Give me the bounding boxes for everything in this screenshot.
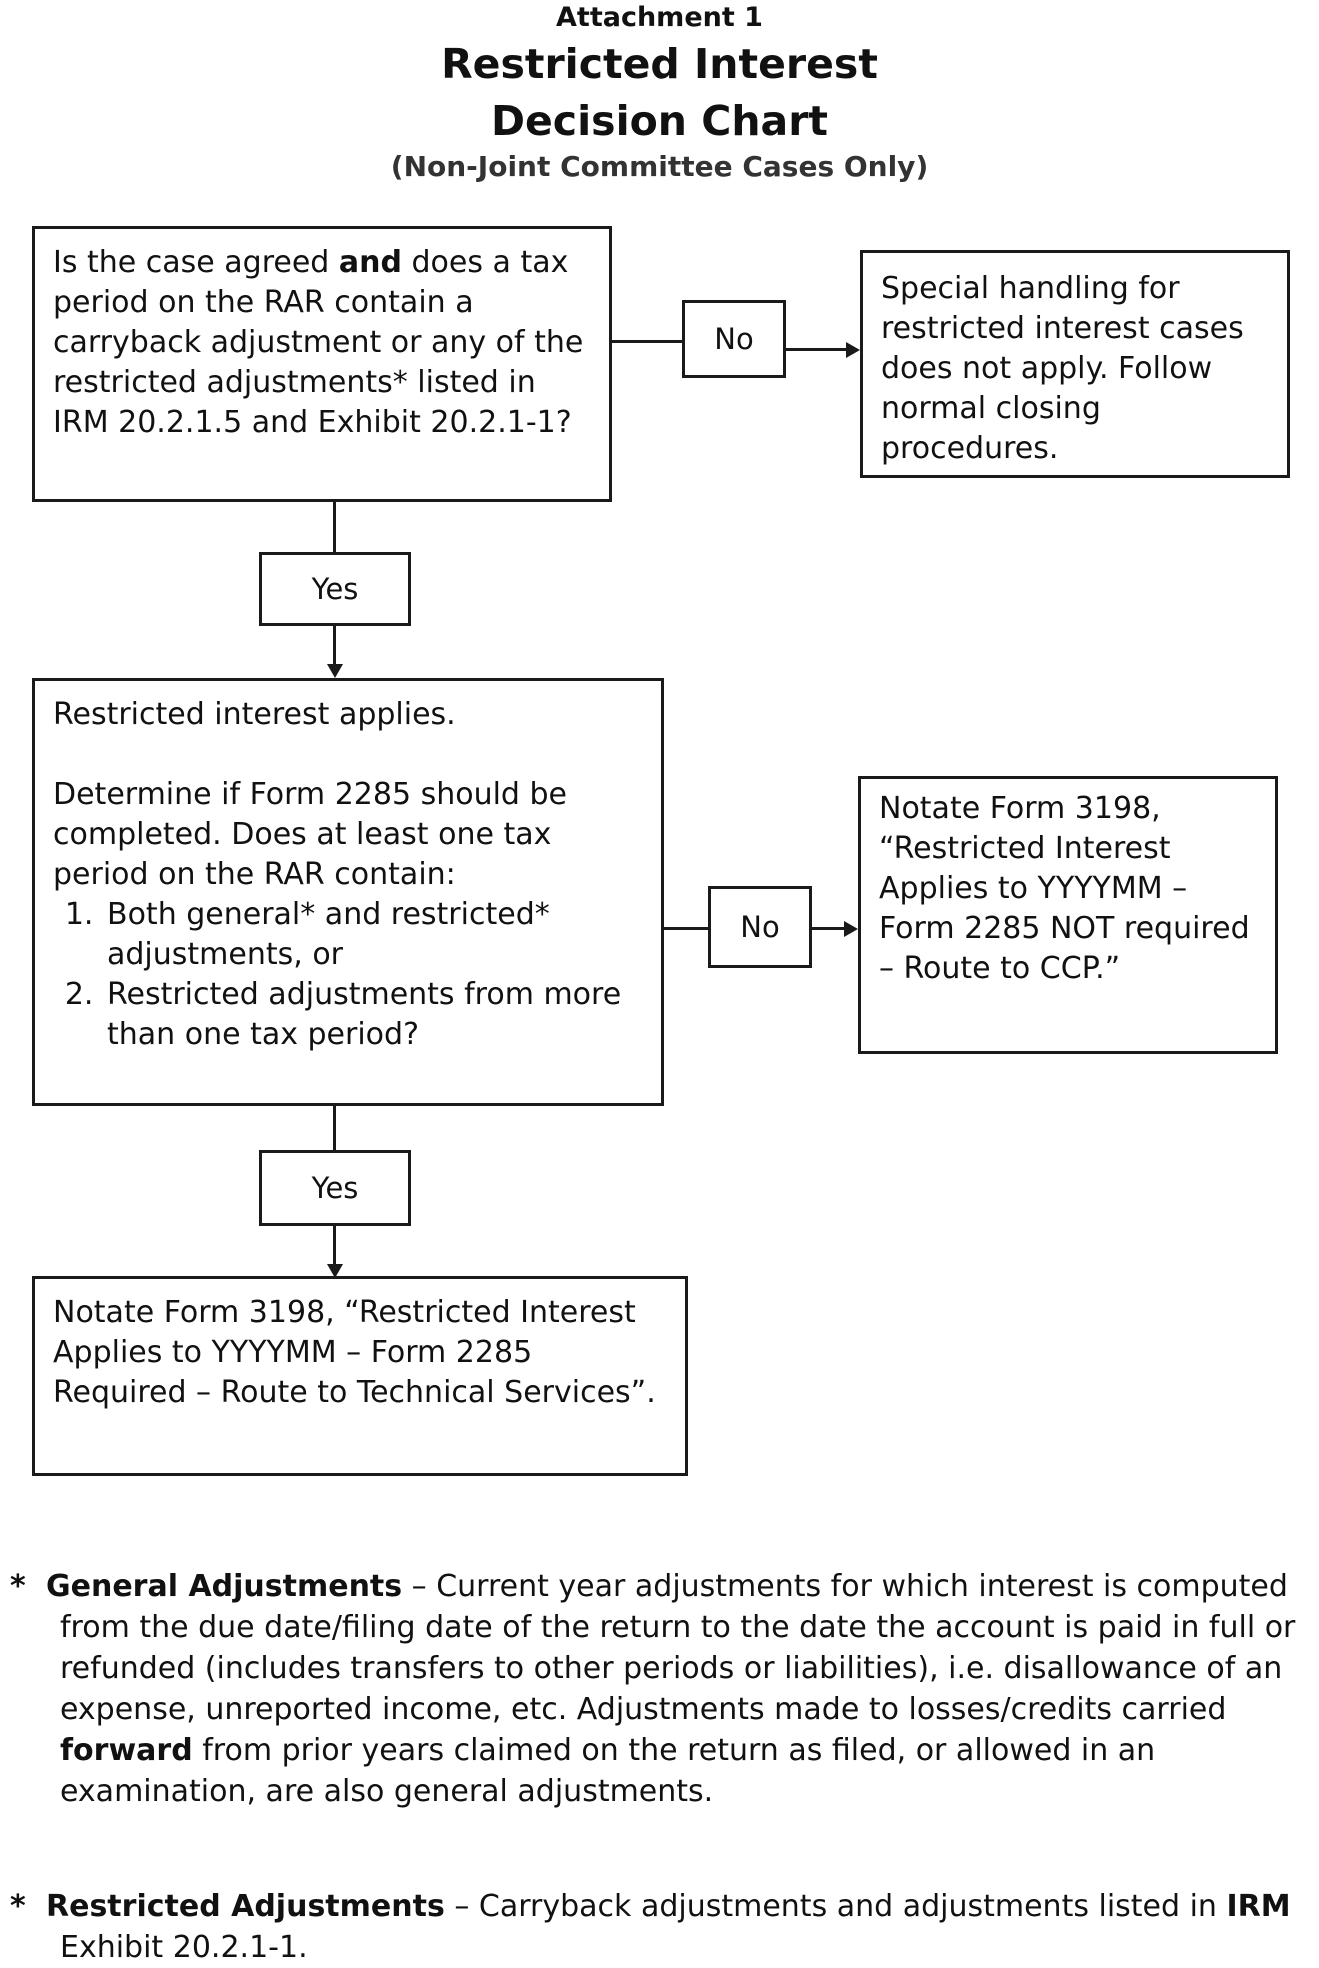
footnote-restricted-adjustments: * Restricted Adjustments – Carryback adj… xyxy=(10,1886,1300,1968)
connector-yes1-q2 xyxy=(333,626,336,668)
criteria-item-1: Both general* and restricted* adjustment… xyxy=(103,895,643,975)
connector-no2-result xyxy=(812,927,844,930)
asterisk-marker: * xyxy=(10,1569,26,1604)
general-adjustments-term: General Adjustments xyxy=(46,1569,403,1604)
title-line-2: Decision Chart xyxy=(490,97,829,145)
yes-label-2: Yes xyxy=(259,1150,411,1226)
question-1-emphasis: and xyxy=(338,245,402,280)
restricted-adjustments-term: Restricted Adjustments xyxy=(46,1889,445,1924)
footnote-general-adjustments: * General Adjustments – Current year adj… xyxy=(10,1566,1300,1812)
connector-q2-yes xyxy=(333,1106,336,1150)
connector-q2-no xyxy=(664,927,708,930)
yes-label-1: Yes xyxy=(259,552,411,626)
connector-q1-yes xyxy=(333,502,336,552)
result-3-box: Notate Form 3198, “Restricted Interest A… xyxy=(32,1276,688,1476)
result-1-text: Special handling for restricted interest… xyxy=(881,271,1244,466)
connector-q1-no xyxy=(612,340,682,343)
subtitle: (Non-Joint Committee Cases Only) xyxy=(390,150,929,183)
title-line-1: Restricted Interest xyxy=(441,40,878,88)
connector-yes2-result xyxy=(333,1226,336,1268)
irm-emphasis: IRM xyxy=(1226,1889,1291,1924)
question-2-intro: Restricted interest applies. xyxy=(53,697,456,732)
question-1-box: Is the case agreed and does a tax period… xyxy=(32,226,612,502)
question-2-box: Restricted interest applies. Determine i… xyxy=(32,678,664,1106)
no-label-1: No xyxy=(682,300,786,378)
arrowhead-to-result-3 xyxy=(327,1264,343,1278)
result-2-text: Notate Form 3198, “Restricted Interest A… xyxy=(879,791,1250,986)
connector-no1-result xyxy=(786,348,846,351)
arrowhead-to-result-1 xyxy=(846,342,860,358)
no-label-2: No xyxy=(708,886,812,968)
question-2-question: Determine if Form 2285 should be complet… xyxy=(53,777,567,892)
asterisk-marker: * xyxy=(10,1889,26,1924)
arrowhead-to-question-2 xyxy=(327,664,343,678)
forward-emphasis: forward xyxy=(60,1733,193,1768)
criteria-item-2: Restricted adjustments from more than on… xyxy=(103,975,643,1055)
result-3-text: Notate Form 3198, “Restricted Interest A… xyxy=(53,1295,656,1410)
arrowhead-to-result-2 xyxy=(844,921,858,937)
question-1-text: Is the case agreed and does a tax period… xyxy=(53,245,584,440)
result-1-box: Special handling for restricted interest… xyxy=(860,250,1290,478)
question-2-criteria-list: Both general* and restricted* adjustment… xyxy=(53,895,643,1055)
result-2-box: Notate Form 3198, “Restricted Interest A… xyxy=(858,776,1278,1054)
attachment-label: Attachment 1 xyxy=(556,2,763,33)
